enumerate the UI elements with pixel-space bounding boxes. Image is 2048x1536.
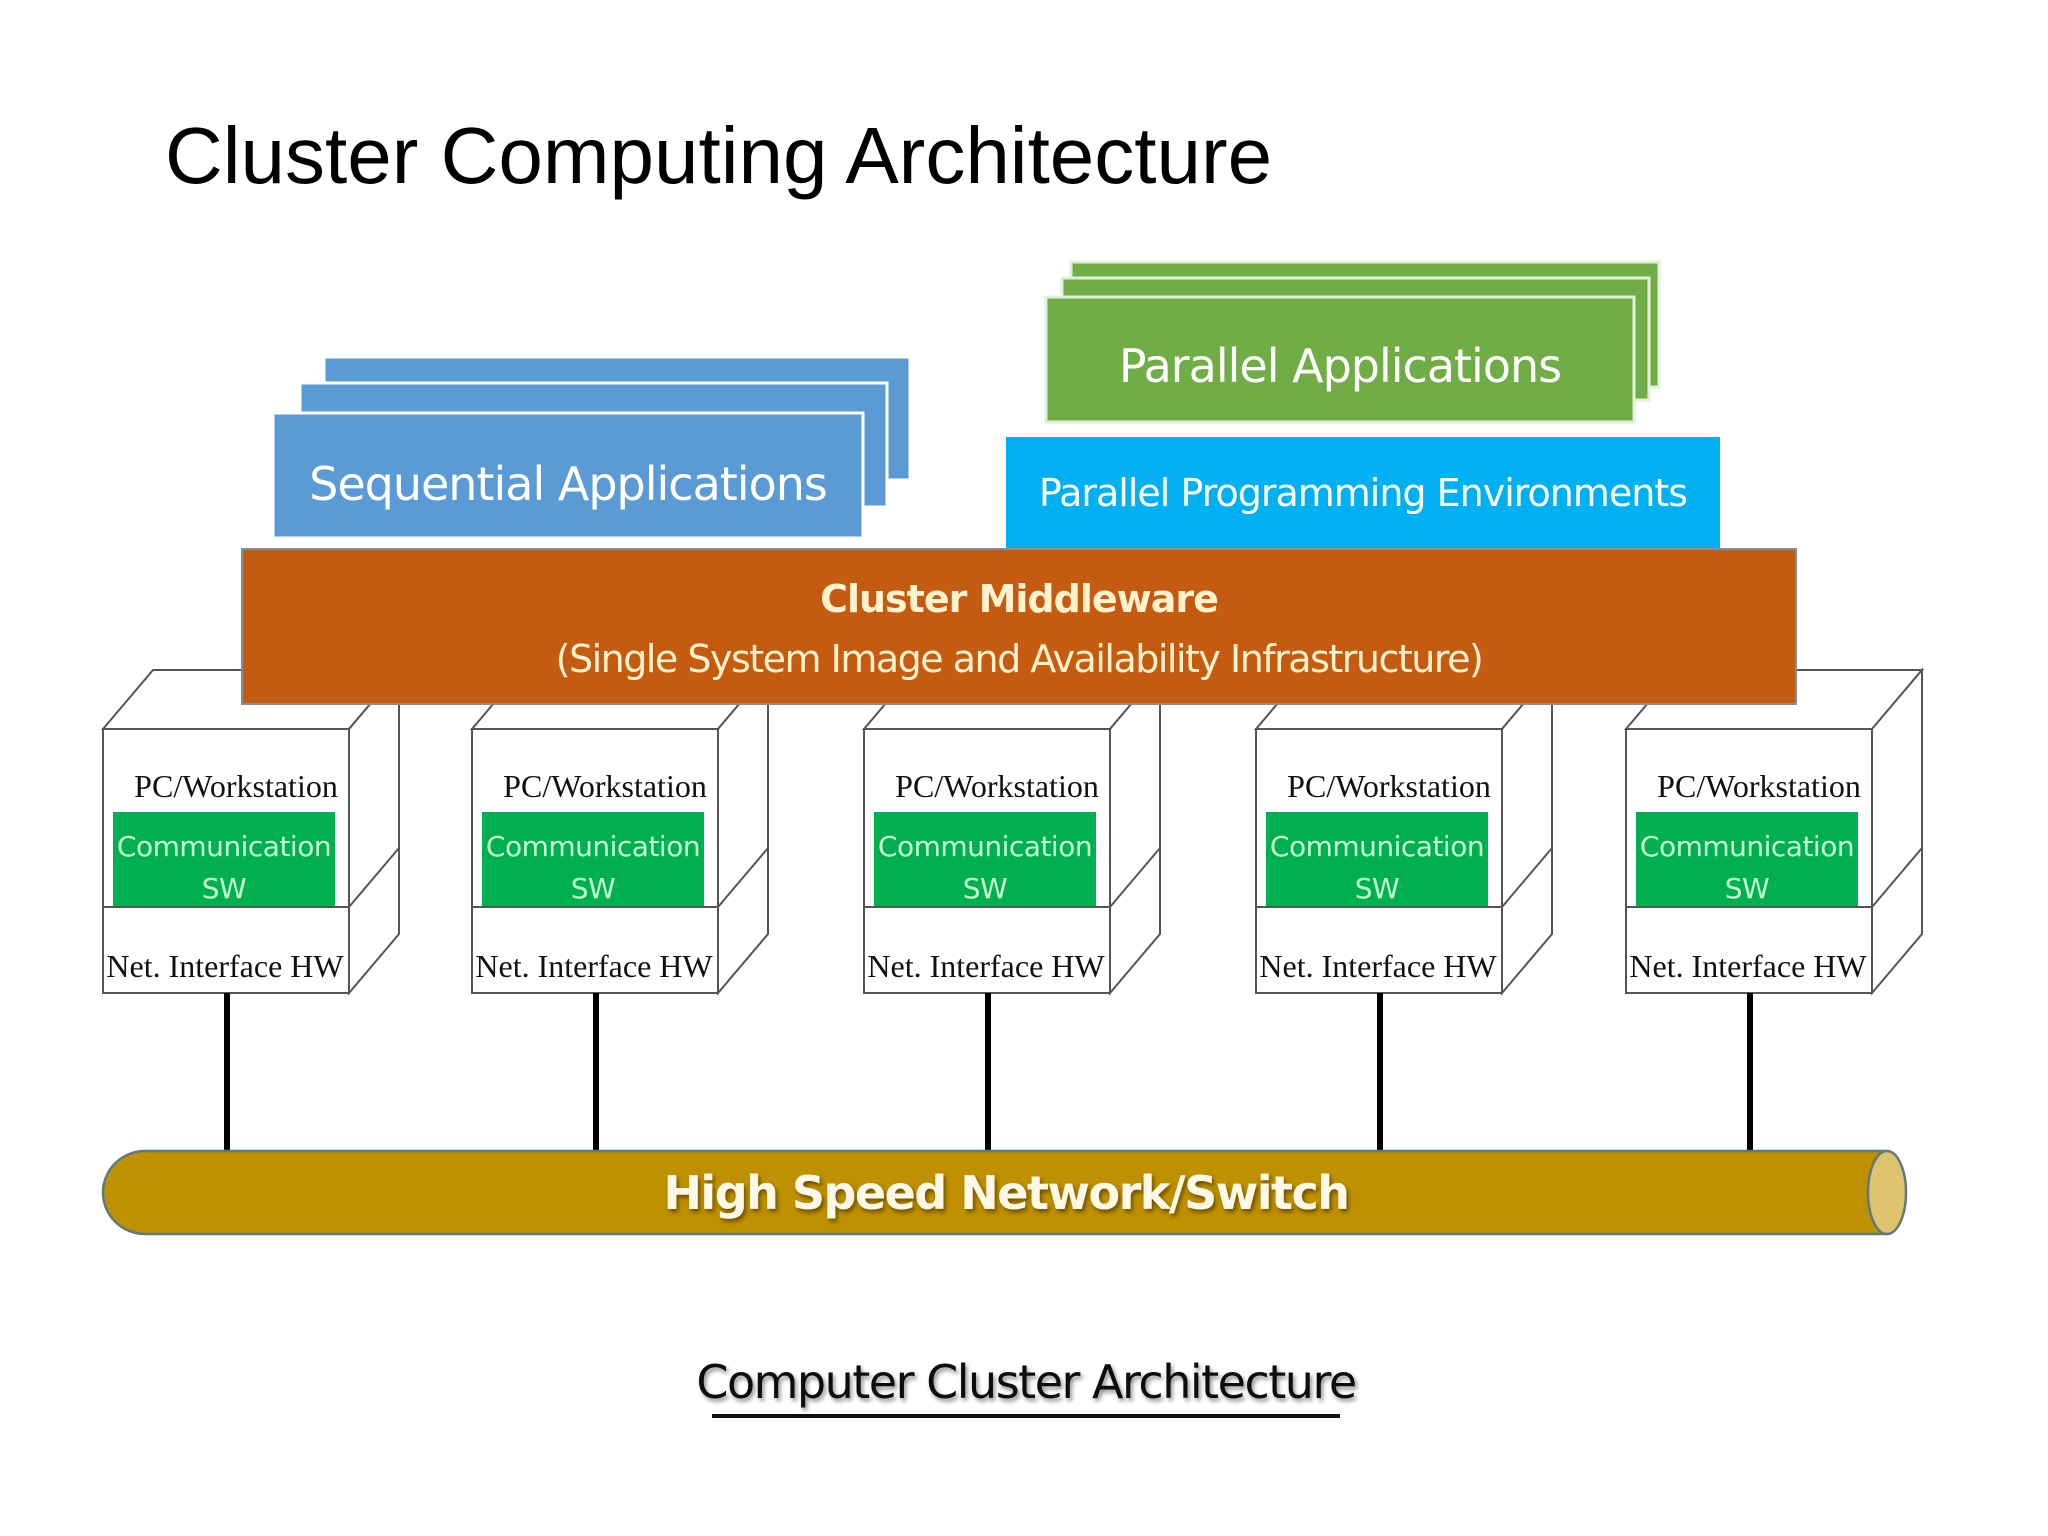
parallel-applications-stack: Parallel Applications <box>1044 260 1661 424</box>
sequential-applications-label: Sequential Applications <box>309 457 827 511</box>
node-side-divider <box>1871 847 1923 908</box>
communication-sw-line1: Communication <box>1270 830 1484 863</box>
parallel-env-box <box>1006 437 1720 549</box>
network-label: High Speed Network/Switch <box>663 1166 1348 1220</box>
high-speed-network: High Speed Network/Switch <box>101 1149 1908 1236</box>
node-side-divider <box>1501 847 1553 908</box>
node-label: PC/Workstation <box>134 768 338 804</box>
net-interface-hw-label: Net. Interface HW <box>1629 948 1867 984</box>
communication-sw-line2: SW <box>202 872 246 905</box>
node-side-divider <box>348 847 400 908</box>
communication-sw-line1: Communication <box>878 830 1092 863</box>
communication-sw-line1: Communication <box>1640 830 1854 863</box>
net-interface-hw-label: Net. Interface HW <box>867 948 1105 984</box>
middleware-box <box>241 548 1797 705</box>
sequential-card-front <box>271 411 865 540</box>
node-network-link <box>593 993 599 1151</box>
parallel-applications-label: Parallel Applications <box>1119 339 1561 393</box>
communication-sw-line2: SW <box>1355 872 1399 905</box>
communication-sw-box <box>874 812 1096 907</box>
communication-sw-box <box>482 812 704 907</box>
caption-underline <box>712 1414 1340 1418</box>
node-side-divider <box>717 847 769 908</box>
net-interface-hw-label: Net. Interface HW <box>106 948 344 984</box>
parallel-programming-environments: Parallel Programming Environments <box>1006 437 1720 549</box>
net-interface-hw-label: Net. Interface HW <box>1259 948 1497 984</box>
communication-sw-line2: SW <box>571 872 615 905</box>
communication-sw-line1: Communication <box>486 830 700 863</box>
communication-sw-box <box>1636 812 1858 907</box>
node-network-link <box>985 993 991 1151</box>
parallel-card-front <box>1044 295 1636 424</box>
figure-caption: Computer Cluster Architecture <box>696 1355 1357 1418</box>
node-label: PC/Workstation <box>1657 768 1861 804</box>
network-connections <box>224 993 1753 1151</box>
slide-title: Cluster Computing Architecture <box>165 111 1272 200</box>
caption-text: Computer Cluster Architecture <box>696 1355 1355 1409</box>
node-label: PC/Workstation <box>503 768 707 804</box>
node-label: PC/Workstation <box>895 768 1099 804</box>
parallel-env-label: Parallel Programming Environments <box>1039 471 1687 515</box>
middleware-title: Cluster Middleware <box>820 577 1218 621</box>
node-side-divider <box>1109 847 1161 908</box>
node-network-link <box>224 993 230 1151</box>
network-cylinder-cap <box>1866 1149 1908 1236</box>
communication-sw-line1: Communication <box>117 830 331 863</box>
cluster-middleware: Cluster Middleware (Single System Image … <box>241 548 1797 705</box>
node-network-link <box>1747 993 1753 1151</box>
communication-sw-line2: SW <box>1725 872 1769 905</box>
node-label: PC/Workstation <box>1287 768 1491 804</box>
network-cylinder-body <box>101 1149 1889 1236</box>
node-network-link <box>1377 993 1383 1151</box>
net-interface-hw-label: Net. Interface HW <box>475 948 713 984</box>
middleware-subtitle: (Single System Image and Availability In… <box>556 637 1483 681</box>
sequential-applications-stack: Sequential Applications <box>271 355 912 540</box>
communication-sw-box <box>1266 812 1488 907</box>
communication-sw-box <box>113 812 335 907</box>
communication-sw-line2: SW <box>963 872 1007 905</box>
